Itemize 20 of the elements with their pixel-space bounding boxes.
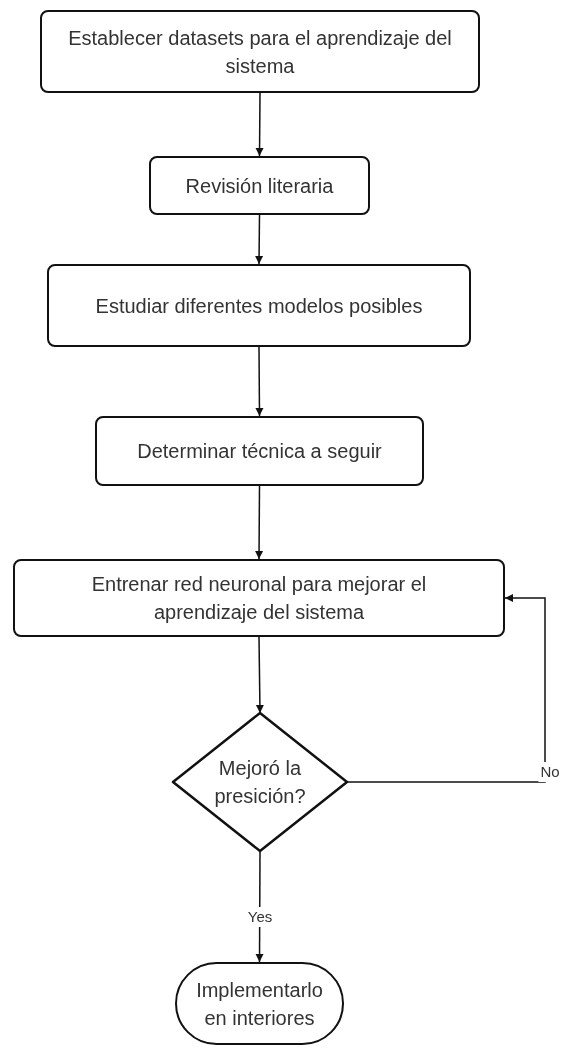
edge-label: Yes — [245, 906, 275, 927]
arrow — [255, 92, 264, 157]
arrow — [255, 485, 264, 560]
process-box — [95, 416, 424, 486]
node-text: Estudiar diferentes modelos posibles — [95, 293, 423, 319]
process-box — [149, 156, 370, 215]
node-text: Mejoró la presición? — [213, 756, 307, 809]
edge-label: No — [538, 762, 562, 782]
node-text: Determinar técnica a seguir — [137, 439, 382, 464]
node-text: Entrenar red neuronal para mejorar el aprendizaje del sistema — [90, 572, 428, 625]
arrow — [255, 346, 264, 417]
arrow — [255, 636, 264, 714]
process-box — [13, 559, 505, 637]
node-text: Implementarlo en interiores — [195, 977, 324, 1031]
process-box — [47, 264, 471, 347]
process-box — [40, 10, 480, 93]
node-text: Establecer datasets para el aprendizaje del sistema — [67, 25, 453, 79]
arrow — [346, 594, 546, 783]
node-text: Revisión literaria — [185, 173, 334, 199]
arrow — [255, 214, 264, 265]
